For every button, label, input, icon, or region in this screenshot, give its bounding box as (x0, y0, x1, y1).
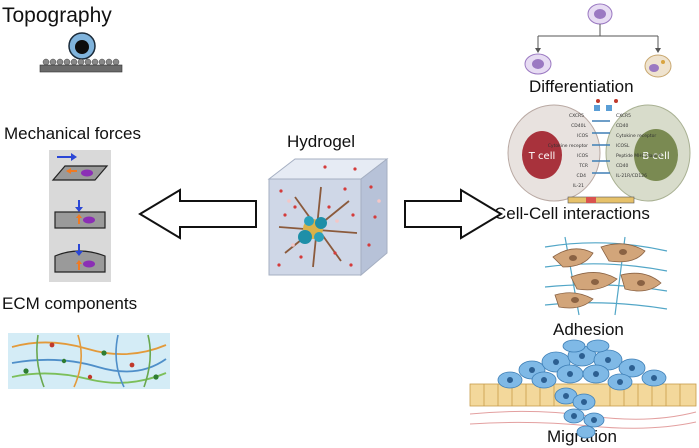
t-cell-label: T cell (528, 151, 556, 162)
t-marker-4: ICOS (577, 153, 588, 159)
adhesion-illustration (544, 236, 668, 316)
right-arrow (404, 188, 503, 240)
ecm-components-panel (8, 333, 170, 389)
migration-illustration (469, 339, 697, 439)
b-marker-1: CD40 (616, 123, 628, 129)
t-marker-5: TCR (578, 163, 588, 169)
t-marker-2: ICOS (577, 133, 588, 139)
left-arrow (138, 188, 257, 240)
t-marker-6: CD4 (577, 173, 587, 179)
t-marker-7: IL-21 (573, 183, 584, 189)
t-marker-3: Cytokine receptor (548, 143, 588, 149)
b-marker-4: Peptide MHC class II (616, 153, 661, 159)
b-marker-0: CXCR5 (616, 113, 631, 119)
cell-cell-interactions-label: Cell-Cell interactions (494, 204, 650, 223)
t-marker-1: CD40L (571, 123, 586, 129)
adhesion-label: Adhesion (553, 320, 624, 339)
hydrogel-label: Hydrogel (287, 132, 356, 151)
b-marker-2: Cytokine receptor (616, 133, 656, 139)
differentiation-label: Differentiation (529, 77, 634, 96)
b-marker-5: CD40 (616, 163, 628, 169)
t-marker-0: CXCR5 (569, 113, 584, 119)
mechanical-forces-panel (49, 150, 111, 282)
topography-illustration (39, 32, 123, 73)
hydrogel-cube (267, 157, 389, 277)
differentiation-illustration (524, 3, 672, 78)
b-marker-3: ICOSL (616, 143, 630, 149)
topography-label: Topography (2, 4, 112, 27)
mechanical-forces-label: Mechanical forces (4, 124, 142, 143)
ecm-components-label: ECM components (2, 294, 138, 313)
b-cell-label: B cell (642, 151, 669, 162)
t-b-cell-interaction: T cell B cell CXCR5 CD40L ICOS Cytokine … (507, 99, 691, 204)
b-marker-6: IL-21R/CD126 (616, 173, 647, 179)
